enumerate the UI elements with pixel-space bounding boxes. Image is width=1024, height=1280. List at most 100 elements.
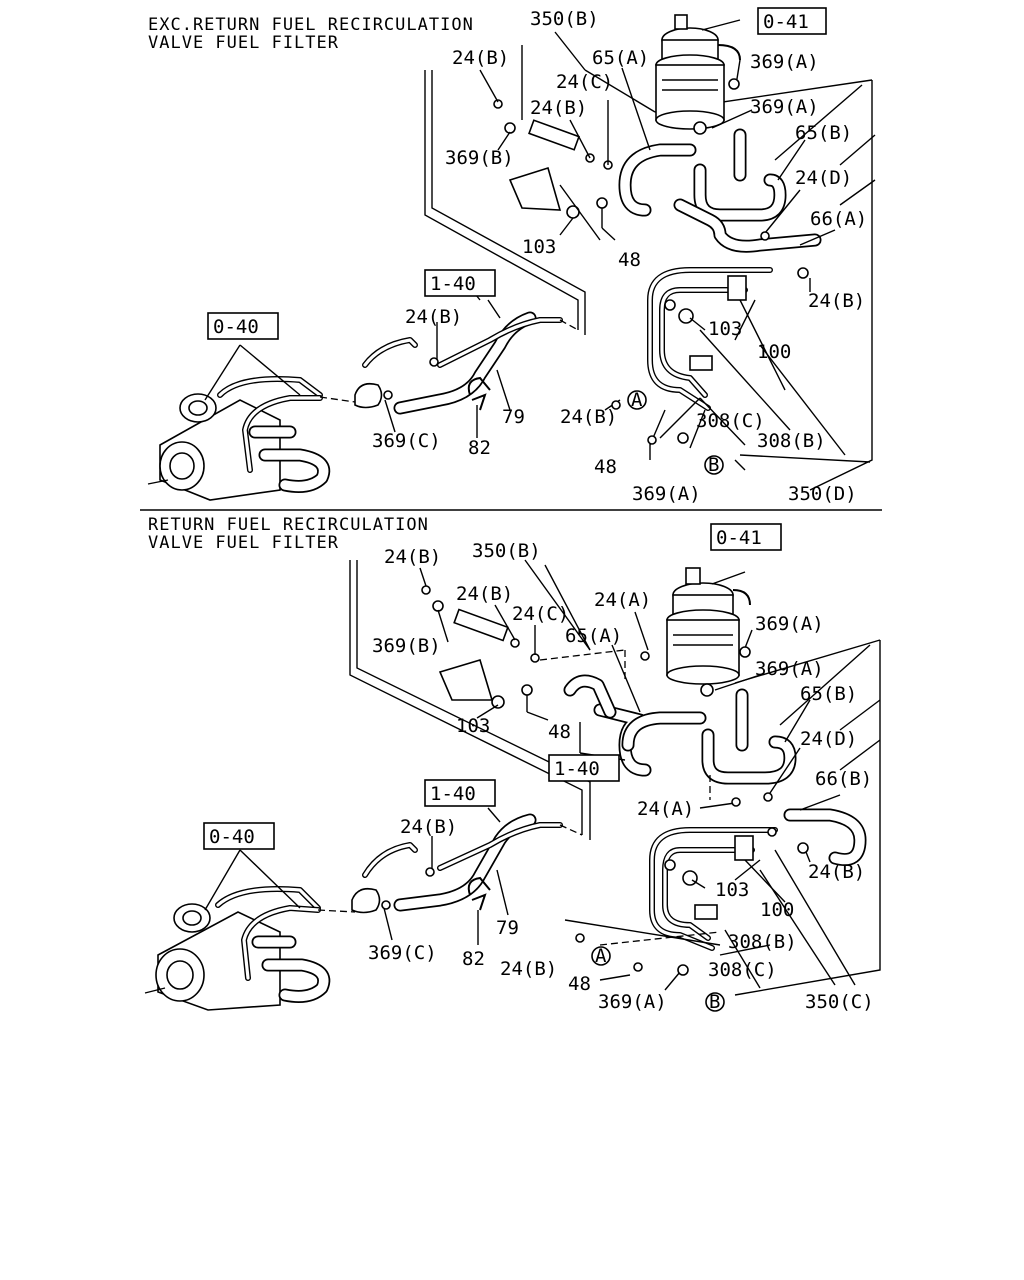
top-fuel-pipe xyxy=(354,311,579,415)
top-label-24b-1: 24(B) xyxy=(452,47,509,69)
bottom-box-pipe-mid-text: 1-40 xyxy=(554,758,600,780)
bottom-label-350b: 350(B) xyxy=(472,540,541,562)
top-box-pipe xyxy=(424,269,496,297)
top-label-24c: 24(C) xyxy=(556,71,613,93)
top-label-66a: 66(A) xyxy=(810,208,867,230)
top-right-pipes xyxy=(647,267,809,411)
top-header-line2: VALVE FUEL FILTER xyxy=(148,33,339,53)
bottom-leaders xyxy=(204,559,881,991)
top-label-350d: 350(D) xyxy=(788,483,857,505)
top-label-350b: 350(B) xyxy=(530,8,599,30)
bottom-label-350c: 350(C) xyxy=(805,991,874,1013)
top-fittings xyxy=(383,78,770,445)
bottom-box-pipe-mid xyxy=(548,754,620,782)
top-label-369a-2: 369(A) xyxy=(750,96,819,118)
bottom-box-filter-text: 0-41 xyxy=(716,527,762,549)
bottom-label-103-1: 103 xyxy=(456,715,490,737)
top-label-103-1: 103 xyxy=(522,236,556,258)
top-label-308b: 308(B) xyxy=(757,430,826,452)
bottom-label-82: 82 xyxy=(462,948,485,970)
top-label-65a: 65(A) xyxy=(592,47,649,69)
bottom-box-filter xyxy=(710,523,782,551)
bottom-fittings xyxy=(381,646,773,976)
top-section: EXC.RETURN FUEL RECIRCULATION VALVE FUEL… xyxy=(147,7,876,505)
top-box-filter-text: 0-41 xyxy=(763,11,809,33)
top-header-line1: EXC.RETURN FUEL RECIRCULATION xyxy=(148,15,474,35)
top-label-103-2: 103 xyxy=(708,318,742,340)
top-label-24b-4: 24(B) xyxy=(405,306,462,328)
bottom-label-24a-1: 24(A) xyxy=(594,589,651,611)
bottom-label-369c: 369(C) xyxy=(368,942,437,964)
bottom-label-369a-3: 369(A) xyxy=(598,991,667,1013)
bottom-part-boxes: 0-41 1-40 1-40 0-40 xyxy=(203,523,782,850)
bottom-bracket xyxy=(421,585,650,712)
bottom-label-308b: 308(B) xyxy=(728,931,797,953)
top-label-308c: 308(C) xyxy=(696,410,765,432)
top-label-48-2: 48 xyxy=(594,456,617,478)
bottom-circle-b: B xyxy=(709,991,720,1013)
top-box-pump xyxy=(207,312,279,340)
bottom-label-369a-2: 369(A) xyxy=(755,658,824,680)
bottom-header-line1: RETURN FUEL RECIRCULATION xyxy=(148,515,429,535)
bottom-circle-a: A xyxy=(595,945,607,967)
top-label-65b: 65(B) xyxy=(795,122,852,144)
bottom-label-24b-2: 24(B) xyxy=(456,583,513,605)
top-label-369a-1: 369(A) xyxy=(750,51,819,73)
top-callout-circles: A B xyxy=(627,389,724,476)
bottom-label-79: 79 xyxy=(496,917,519,939)
bottom-label-308c: 308(C) xyxy=(708,959,777,981)
top-circle-a: A xyxy=(631,389,643,411)
bottom-box-pipe xyxy=(424,779,496,807)
top-fuel-filter xyxy=(655,14,741,130)
bottom-label-24a-2: 24(A) xyxy=(637,798,694,820)
top-label-24b-2: 24(B) xyxy=(530,97,587,119)
bottom-label-65b: 65(B) xyxy=(800,683,857,705)
bottom-label-100: 100 xyxy=(760,899,794,921)
bottom-label-66b: 66(B) xyxy=(815,768,872,790)
top-label-24b-5: 24(B) xyxy=(560,406,617,428)
bottom-supply-pump xyxy=(144,886,356,1011)
bottom-box-pump xyxy=(203,822,275,850)
bottom-fuel-pipe xyxy=(351,813,583,914)
top-label-24d: 24(D) xyxy=(795,167,852,189)
top-label-82: 82 xyxy=(468,437,491,459)
bottom-label-369a-1: 369(A) xyxy=(755,613,824,635)
top-label-369b: 369(B) xyxy=(445,147,514,169)
bottom-label-24b-1: 24(B) xyxy=(384,546,441,568)
top-box-filter xyxy=(757,7,827,35)
bottom-frame-lines xyxy=(349,560,881,996)
bottom-box-pipe-text: 1-40 xyxy=(430,783,476,805)
bottom-callout-circles: A B xyxy=(591,945,725,1013)
bottom-label-24c: 24(C) xyxy=(512,603,569,625)
top-supply-pump xyxy=(147,376,356,501)
top-label-79: 79 xyxy=(502,406,525,428)
bottom-label-48-2: 48 xyxy=(568,973,591,995)
bottom-label-65a: 65(A) xyxy=(565,625,622,647)
top-box-pump-text: 0-40 xyxy=(213,316,259,338)
bottom-label-48-1: 48 xyxy=(548,721,571,743)
top-label-369c: 369(C) xyxy=(372,430,441,452)
top-bracket xyxy=(493,99,613,228)
top-label-48-1: 48 xyxy=(618,249,641,271)
bottom-label-24b-3: 24(B) xyxy=(808,861,865,883)
top-box-pipe-text: 1-40 xyxy=(430,273,476,295)
top-part-boxes: 0-41 1-40 0-40 xyxy=(207,7,827,340)
bottom-fuel-filter xyxy=(666,567,751,685)
bottom-header-line2: VALVE FUEL FILTER xyxy=(148,533,339,553)
top-circle-b: B xyxy=(708,454,719,476)
bottom-hoses xyxy=(563,674,867,866)
top-hoses xyxy=(618,128,822,253)
bottom-label-24b-4: 24(B) xyxy=(400,816,457,838)
bottom-labels: 24(B) 350(B) 24(A) 24(B) 24(C) 369(B) 65… xyxy=(368,540,874,1013)
bottom-label-103-2: 103 xyxy=(715,879,749,901)
bottom-label-24d: 24(D) xyxy=(800,728,857,750)
bottom-label-24b-5: 24(B) xyxy=(500,958,557,980)
top-label-369a-3: 369(A) xyxy=(632,483,701,505)
bottom-box-pump-text: 0-40 xyxy=(209,826,255,848)
top-labels: 350(B) 65(A) 24(B) 24(C) 24(B) 369(A) 36… xyxy=(372,8,867,505)
bottom-section: RETURN FUEL RECIRCULATION VALVE FUEL FIL… xyxy=(144,515,881,1013)
top-label-24b-3: 24(B) xyxy=(808,290,865,312)
bottom-label-369b: 369(B) xyxy=(372,635,441,657)
top-label-100: 100 xyxy=(757,341,791,363)
